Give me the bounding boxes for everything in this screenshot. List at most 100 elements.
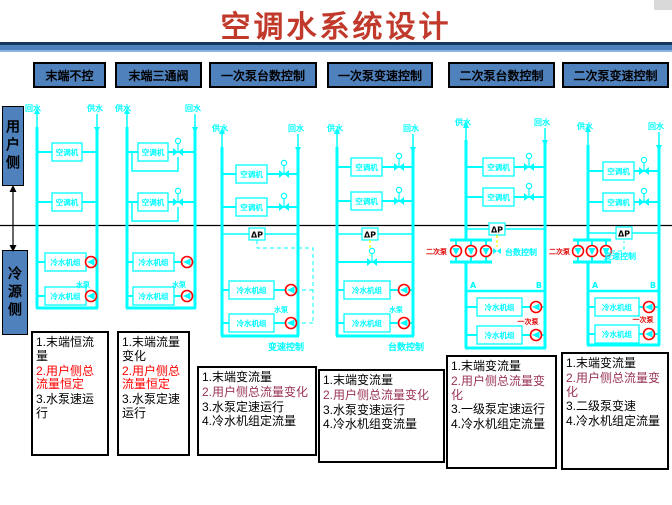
supply-label: 供水	[454, 117, 472, 127]
b-label: B	[650, 281, 656, 290]
note-item: 2.用户侧总流量恒定	[36, 363, 95, 392]
chiller-box-label: 冷水机组	[352, 318, 382, 328]
chiller-box-label: 冷水机组	[51, 291, 81, 301]
dp-sensor-label: ΔP	[364, 231, 376, 240]
pump-impeller-icon	[452, 248, 460, 255]
bypass-pipe	[131, 152, 179, 172]
ahu-box-label: 空调机	[56, 147, 79, 157]
valve-icon	[394, 163, 404, 171]
valve-icon	[279, 170, 289, 178]
dp-sensor-label: ΔP	[491, 226, 503, 235]
pump-impeller-icon	[645, 303, 653, 311]
ahu-box	[482, 187, 515, 207]
return-label: 回水	[288, 123, 305, 133]
supply-label: 供水	[326, 123, 344, 133]
nav-button-primary-pump-staging[interactable]: 一次泵台数控制	[209, 62, 317, 88]
valve-icon	[524, 163, 534, 171]
valve-icon	[639, 167, 649, 175]
pump-impeller-icon	[602, 248, 610, 255]
chiller-box	[476, 325, 523, 345]
valve-actuator-icon	[280, 192, 288, 200]
chiller-box-label: 冷水机组	[139, 257, 169, 267]
secondary_pump-label: 二次泵	[426, 247, 447, 256]
nav-button-terminal-uncontrolled[interactable]: 末端不控	[33, 62, 106, 88]
chiller-box-label: 冷水机组	[602, 302, 632, 312]
system-diagram-3: 供水回水空调机空调机ΔP冷水机组冷水机组水泵变速控制	[211, 123, 314, 353]
valve-icon	[394, 197, 404, 205]
chiller-box	[343, 280, 391, 300]
note-item: 1.末端变流量	[451, 359, 522, 373]
ahu-box	[137, 192, 169, 212]
note-item: 2.用户侧总流量恒定	[122, 363, 181, 392]
valve-icon	[279, 203, 289, 211]
pump-label: 水泵	[274, 305, 288, 314]
chiller-box	[594, 324, 640, 344]
chiller-box	[594, 297, 640, 317]
supply-label: 供水	[114, 103, 132, 113]
control-signal-line	[256, 240, 314, 323]
pump-impeller-icon	[183, 258, 191, 266]
ahu-box	[350, 157, 383, 177]
corner-artifact	[654, 0, 672, 10]
ahu-box	[137, 142, 169, 162]
ahu-box	[51, 142, 83, 162]
valve-actuator-icon	[280, 159, 288, 167]
supply-label: 供水	[576, 121, 594, 131]
note-item: 4.冷水机组定流量	[202, 414, 297, 429]
chiller-box-label: 冷水机组	[485, 330, 515, 340]
chiller-box	[132, 252, 175, 272]
return-label: 回水	[534, 117, 551, 127]
return-label: 回水	[648, 121, 665, 131]
pump-impeller-icon	[532, 331, 540, 339]
note-item: 4.冷水机组定流量	[566, 414, 661, 429]
dp-sensor-label: ΔP	[251, 231, 263, 240]
pump-impeller-icon	[532, 303, 540, 311]
note-item: 4.冷水机组定流量	[451, 417, 546, 432]
flow-arrow-icon	[334, 128, 340, 134]
note-item: 2.用户侧总流量变化	[323, 387, 430, 402]
note-item: 1.末端变流量	[202, 370, 273, 384]
ahu-box-label: 空调机	[355, 196, 378, 206]
chiller-box	[132, 286, 175, 306]
chiller-box-label: 冷水机组	[485, 302, 515, 312]
primary_pump-label: 一次泵	[633, 315, 654, 324]
valve-actuator-icon	[640, 156, 648, 164]
flow-arrow-icon	[124, 108, 130, 114]
note-item: 3.水泵定速运行	[202, 399, 285, 414]
chiller-box	[476, 297, 523, 317]
supply-label: 供水	[211, 123, 229, 133]
a-label: A	[470, 281, 477, 290]
nav-button-secondary-pump-staging[interactable]: 二次泵台数控制	[448, 62, 555, 88]
pump-impeller-icon	[287, 286, 295, 294]
dp-sensor	[615, 226, 633, 240]
note-item: 2.用户侧总流量变化	[451, 373, 546, 402]
valve-actuator-icon	[368, 247, 376, 255]
return-label: 回水	[25, 103, 42, 113]
arrow-icon	[9, 185, 17, 192]
pump-impeller-icon	[87, 292, 95, 300]
side-label-source-side: 冷源侧	[2, 250, 28, 335]
ahu-box	[482, 157, 515, 177]
note-item: 2.用户侧总流量变化	[202, 384, 309, 399]
caption_d4-label: 台数控制	[388, 341, 424, 353]
valve-actuator-icon	[174, 137, 182, 145]
valve-actuator-icon	[640, 187, 648, 195]
note-item: 1.末端变流量	[566, 356, 637, 370]
ahu-box-label: 空调机	[240, 202, 263, 212]
valve-icon	[173, 198, 183, 206]
flow-arrow-icon	[463, 122, 469, 128]
control-signal-line	[611, 241, 625, 252]
valve-actuator-icon	[525, 152, 533, 160]
nav-button-three-way-valve[interactable]: 末端三通阀	[115, 62, 202, 88]
bypass-valve-icon	[493, 248, 501, 254]
flow-arrow-icon	[219, 128, 225, 134]
nav-button-primary-pump-variable-speed[interactable]: 一次泵变速控制	[327, 62, 433, 88]
nav-button-secondary-pump-variable-speed[interactable]: 二次泵变速控制	[562, 62, 669, 88]
ahu-box	[235, 197, 268, 217]
